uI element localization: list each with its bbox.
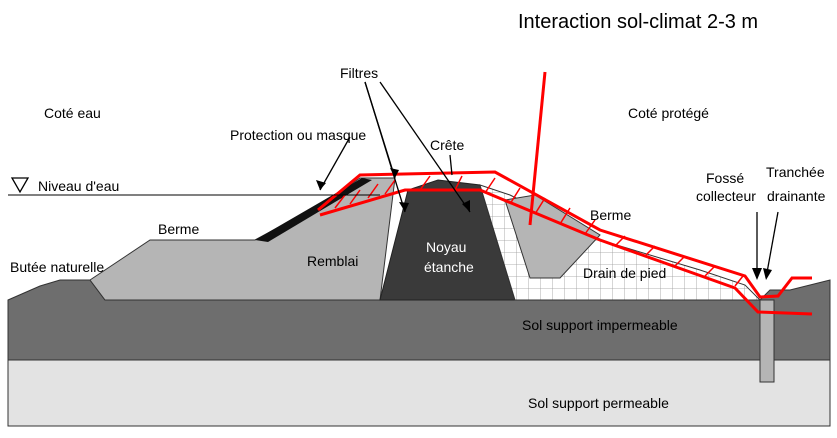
label-remblai: Remblai <box>307 253 358 269</box>
remblai-body <box>89 177 396 301</box>
label-butee: Butée naturelle <box>10 259 104 275</box>
label-fosse-line2: collecteur <box>696 188 756 204</box>
filter-inner-line <box>319 188 813 316</box>
title-label: Interaction sol-climat 2-3 m <box>518 11 758 33</box>
protection-band <box>255 178 372 242</box>
leader-lines <box>319 81 779 279</box>
label-noyau-line2: étanche <box>424 259 474 275</box>
label-cote-eau: Coté eau <box>44 105 101 121</box>
label-berme-right: Berme <box>590 207 631 223</box>
permeable-soil-layer <box>7 359 831 427</box>
label-drain: Drain de pied <box>583 265 666 281</box>
label-berme-left: Berme <box>158 221 199 237</box>
label-crete: Crête <box>430 137 464 153</box>
filter-outer-line <box>317 170 812 299</box>
climate-indicator-line <box>528 71 547 226</box>
label-filtres: Filtres <box>340 65 378 81</box>
label-sol-impermeable: Sol support impermeable <box>522 317 678 333</box>
drainage-trench <box>759 299 775 383</box>
label-cote-protege: Coté protégé <box>628 105 709 121</box>
label-protection: Protection ou masque <box>230 127 366 143</box>
label-fosse-line1: Fossé <box>706 170 744 186</box>
label-noyau-line1: Noyau <box>426 239 466 255</box>
filter-hatch <box>334 175 744 287</box>
label-niveau-eau: Niveau d'eau <box>38 178 119 194</box>
label-tranchee-line2: drainante <box>767 188 826 204</box>
label-tranchee-line1: Tranchée <box>766 164 825 180</box>
water-level-icon <box>10 177 30 194</box>
right-berm-wedge <box>504 194 601 279</box>
label-sol-permeable: Sol support permeable <box>528 395 669 411</box>
leader-arrowheads <box>316 168 772 280</box>
